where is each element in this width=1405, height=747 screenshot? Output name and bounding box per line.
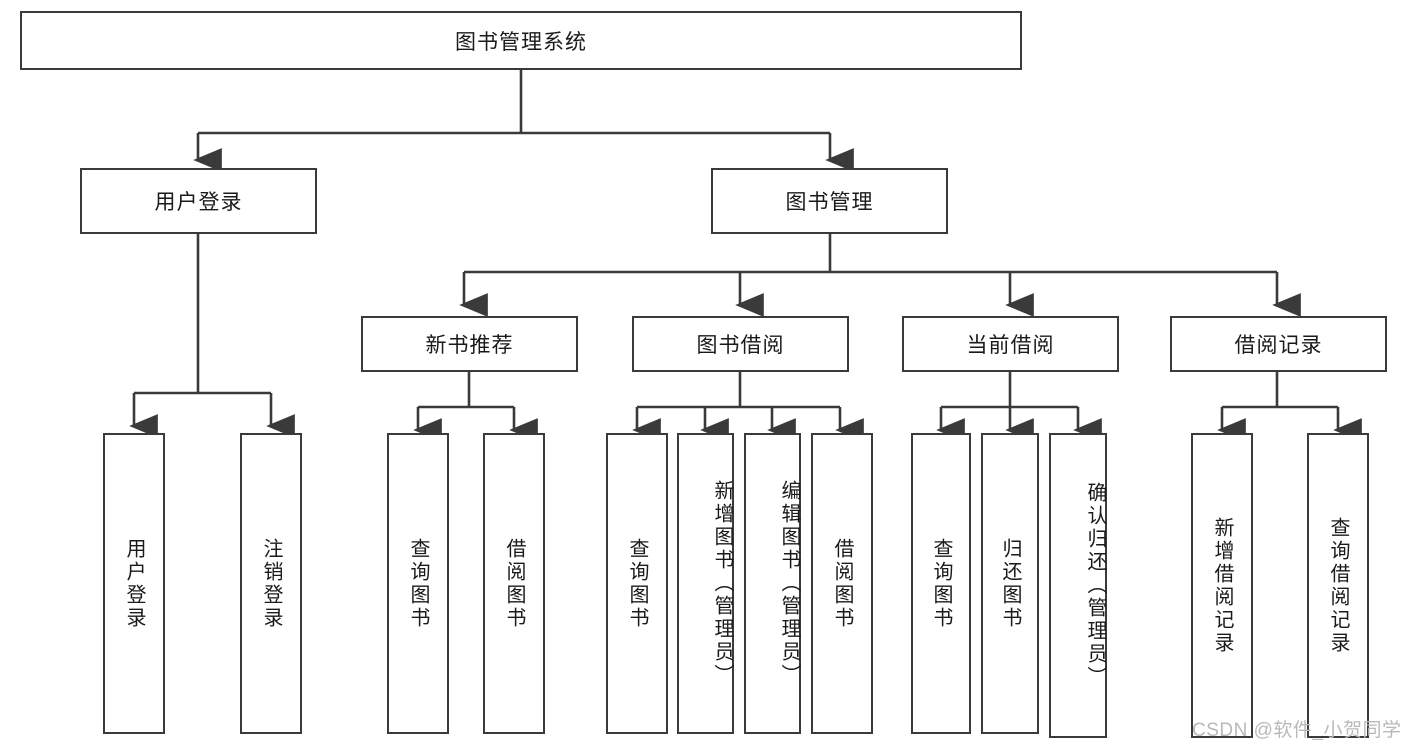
- leaf-logout[interactable]: 注销登录: [240, 433, 302, 734]
- csdn-watermark: CSDN @软件_小贺同学: [1192, 720, 1402, 741]
- leaf-bookborrow-query-book[interactable]: 查询图书: [606, 433, 668, 734]
- node-borrow-record[interactable]: 借阅记录: [1170, 316, 1387, 372]
- node-current-borrow[interactable]: 当前借阅: [902, 316, 1119, 372]
- leaf-bookborrow-borrow-book[interactable]: 借阅图书: [811, 433, 873, 734]
- leaf-user-login[interactable]: 用户登录: [103, 433, 165, 734]
- leaf-currentborrow-return-book[interactable]: 归还图书: [981, 433, 1039, 734]
- leaf-newbook-query-book[interactable]: 查询图书: [387, 433, 449, 734]
- node-root[interactable]: 图书管理系统: [20, 11, 1022, 70]
- leaf-newbook-borrow-book[interactable]: 借阅图书: [483, 433, 545, 734]
- leaf-currentborrow-confirm-return-admin[interactable]: 确认归还（管理员）: [1049, 433, 1107, 738]
- leaf-currentborrow-query-book[interactable]: 查询图书: [911, 433, 971, 734]
- leaf-borrowrecord-add-record[interactable]: 新增借阅记录: [1191, 433, 1253, 738]
- node-user-login[interactable]: 用户登录: [80, 168, 317, 234]
- leaf-bookborrow-add-book-admin[interactable]: 新增图书（管理员）: [677, 433, 734, 734]
- leaf-bookborrow-edit-book-admin[interactable]: 编辑图书（管理员）: [744, 433, 801, 734]
- leaf-borrowrecord-query-record[interactable]: 查询借阅记录: [1307, 433, 1369, 738]
- node-book-borrow[interactable]: 图书借阅: [632, 316, 849, 372]
- node-book-management[interactable]: 图书管理: [711, 168, 948, 234]
- node-new-book-recommend[interactable]: 新书推荐: [361, 316, 578, 372]
